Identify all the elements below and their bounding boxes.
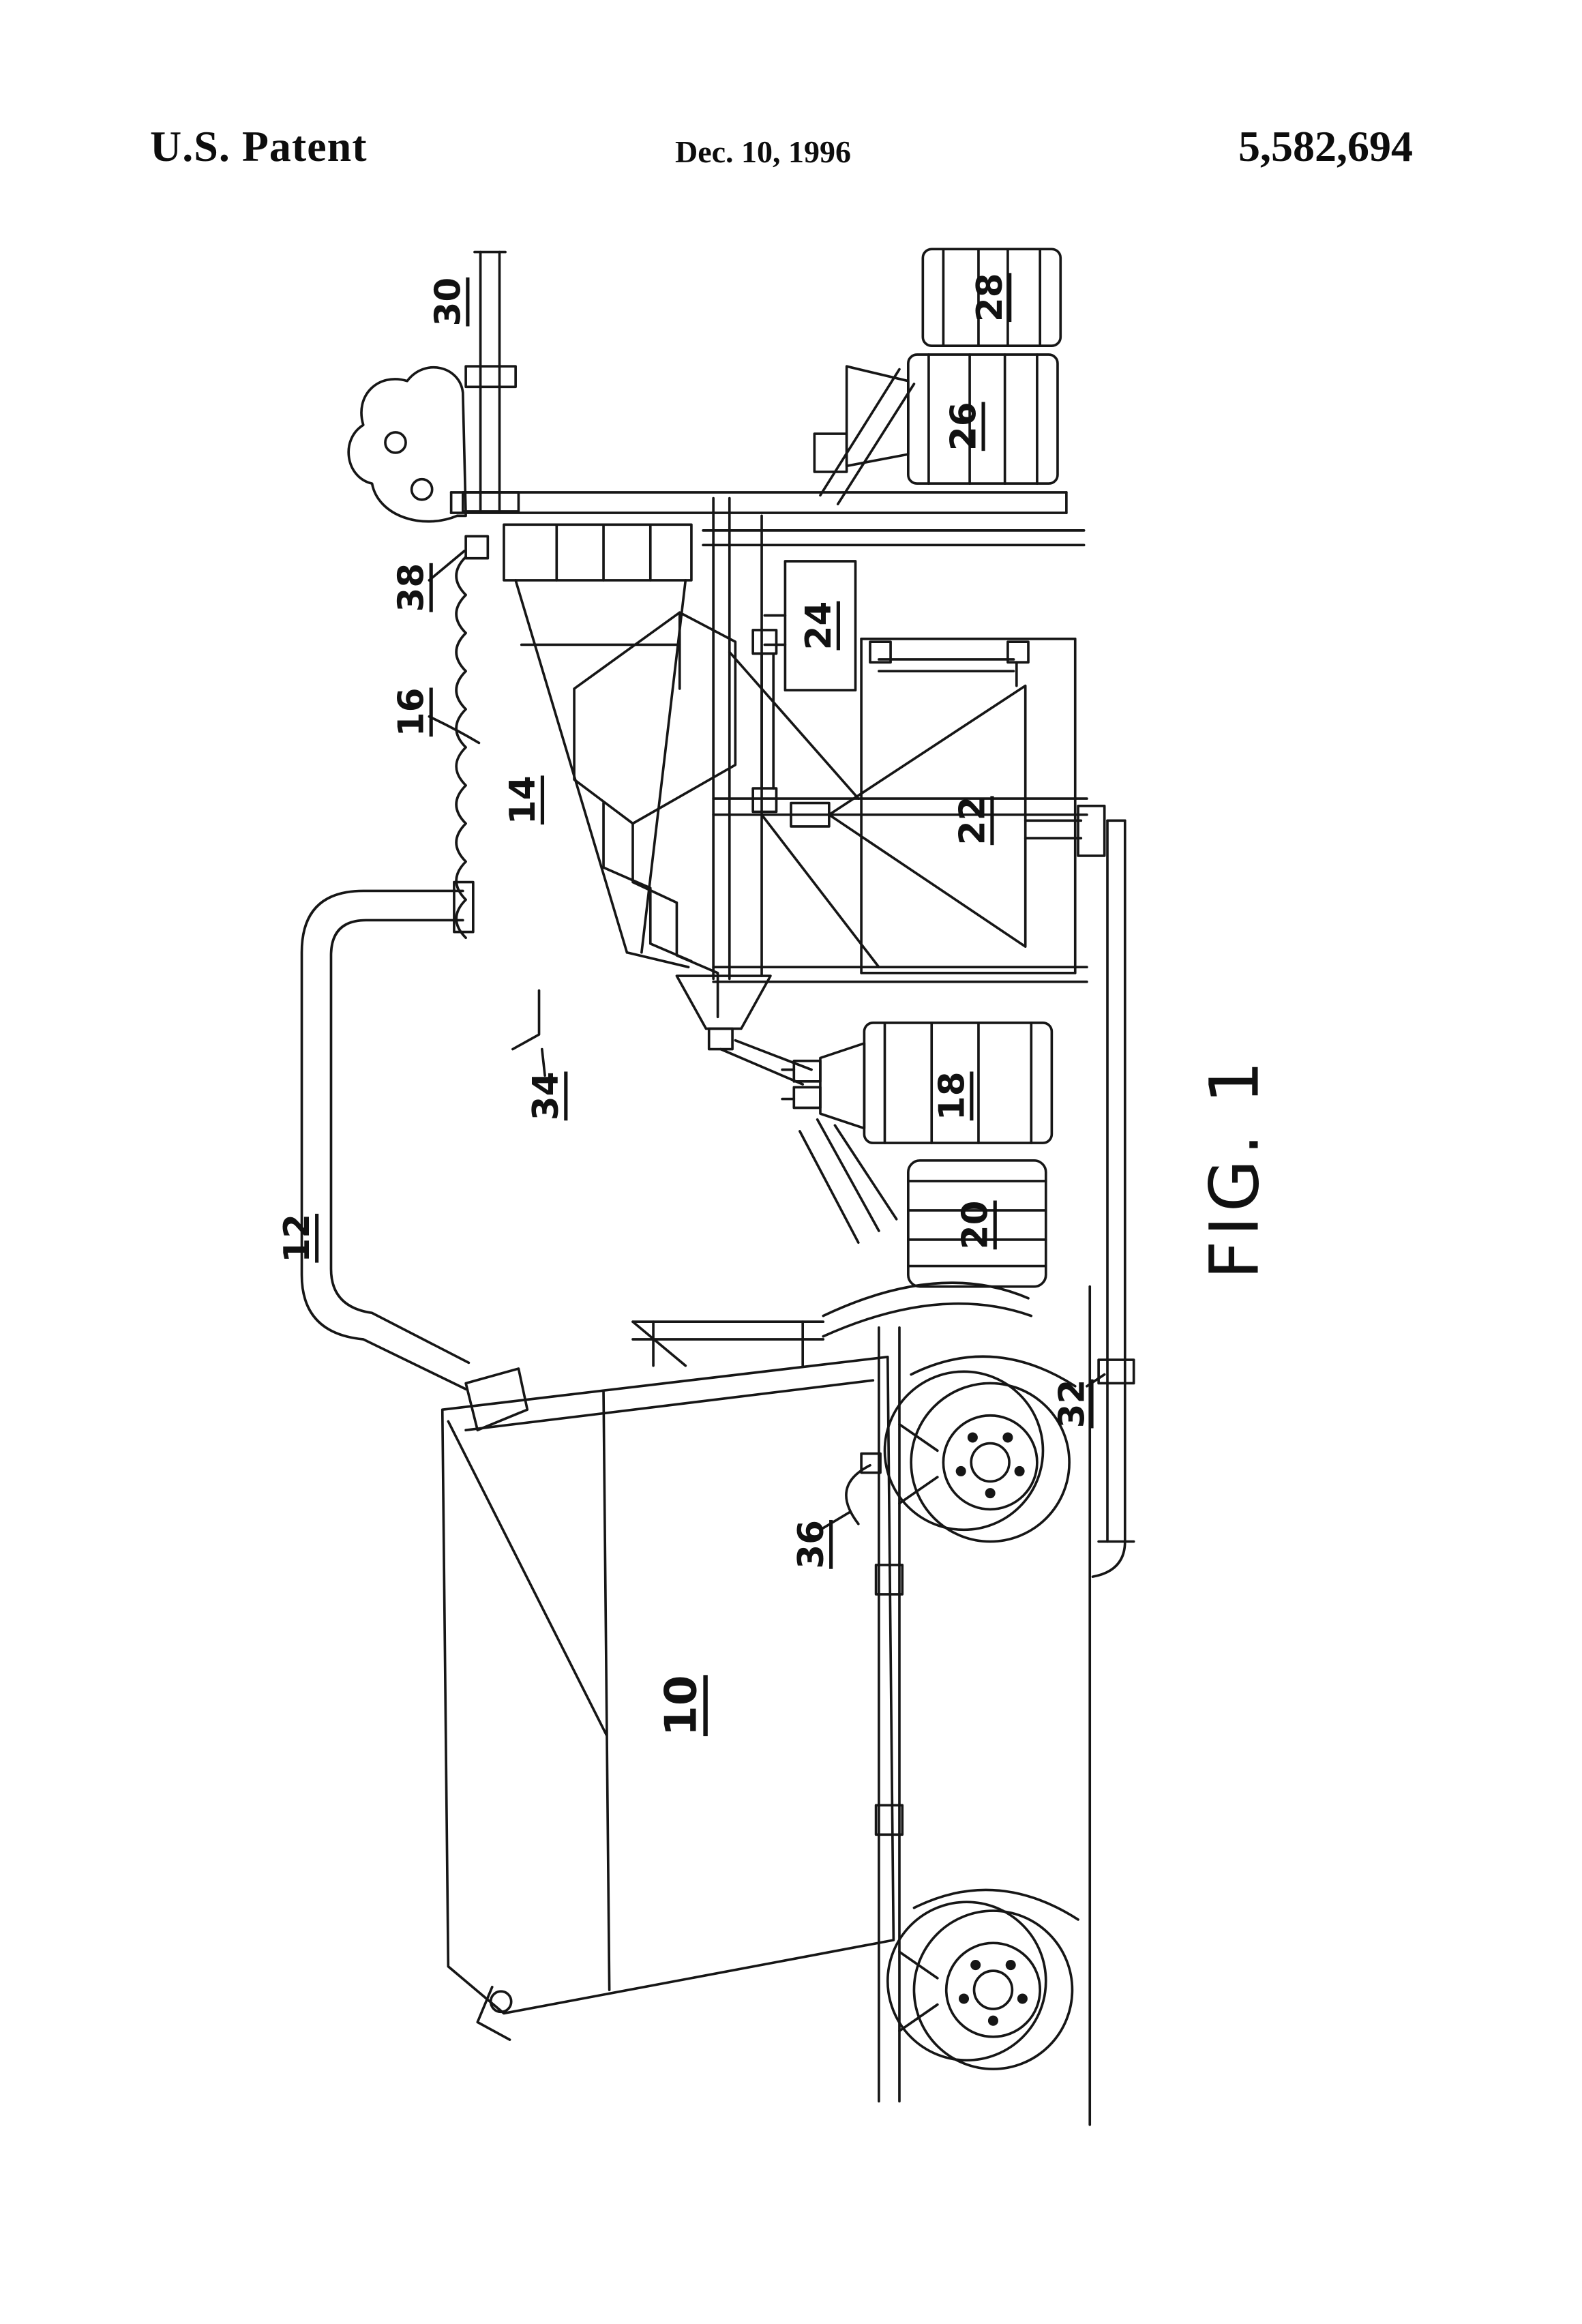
hose-36 [819,1452,882,1532]
drum-20 [907,1159,1047,1288]
platform-frame [449,491,1086,582]
truss [514,579,690,969]
coil-16 [428,555,481,940]
ref-numeral-14: 14 [503,775,543,824]
ref-numeral-10: 10 [655,1675,706,1736]
hose-loop [347,366,467,523]
frame-posts [712,496,1088,983]
ref-numeral-30: 30 [428,278,468,327]
front-wheels [883,1370,1071,1543]
sensor-38 [428,535,490,582]
reference-numerals: 30 28 26 38 24 16 14 22 34 18 12 20 32 3… [277,273,1092,1736]
figure-label: FIG. 1 [1195,1056,1274,1279]
ref-numeral-26: 26 [943,402,984,451]
ref-numeral-18: 18 [931,1071,972,1120]
pipe-12 [300,880,475,1390]
hopper-14 [573,611,737,1019]
ref-numeral-20: 20 [955,1201,996,1250]
patent-title: U.S. Patent [150,122,368,170]
barrel-26 [813,353,1059,506]
ref-numeral-22: 22 [952,796,993,845]
ref-numeral-34: 34 [526,1071,567,1120]
ref-numeral-16: 16 [391,687,432,736]
rear-wheels [886,1901,1074,2070]
ref-numeral-36: 36 [791,1520,832,1569]
box-24 [751,560,857,814]
patent-number: 5,582,694 [1238,122,1413,170]
cyclone-22 [790,638,1106,974]
ref-numeral-12: 12 [277,1214,318,1263]
barrel-28 [921,248,1062,347]
ref-numeral-38: 38 [391,563,432,612]
ref-numeral-32: 32 [1051,1380,1092,1429]
truck [441,1281,1092,2126]
ref-numeral-24: 24 [799,601,839,651]
hook-34 [511,989,546,1077]
pipe-32 [1086,819,1135,1578]
pipe-30 [461,250,520,513]
ref-numeral-28: 28 [970,273,1011,322]
discharge-funnel [675,974,813,1086]
patent-date: Dec. 10, 1996 [675,134,852,169]
barrel-18 [781,1022,1054,1245]
